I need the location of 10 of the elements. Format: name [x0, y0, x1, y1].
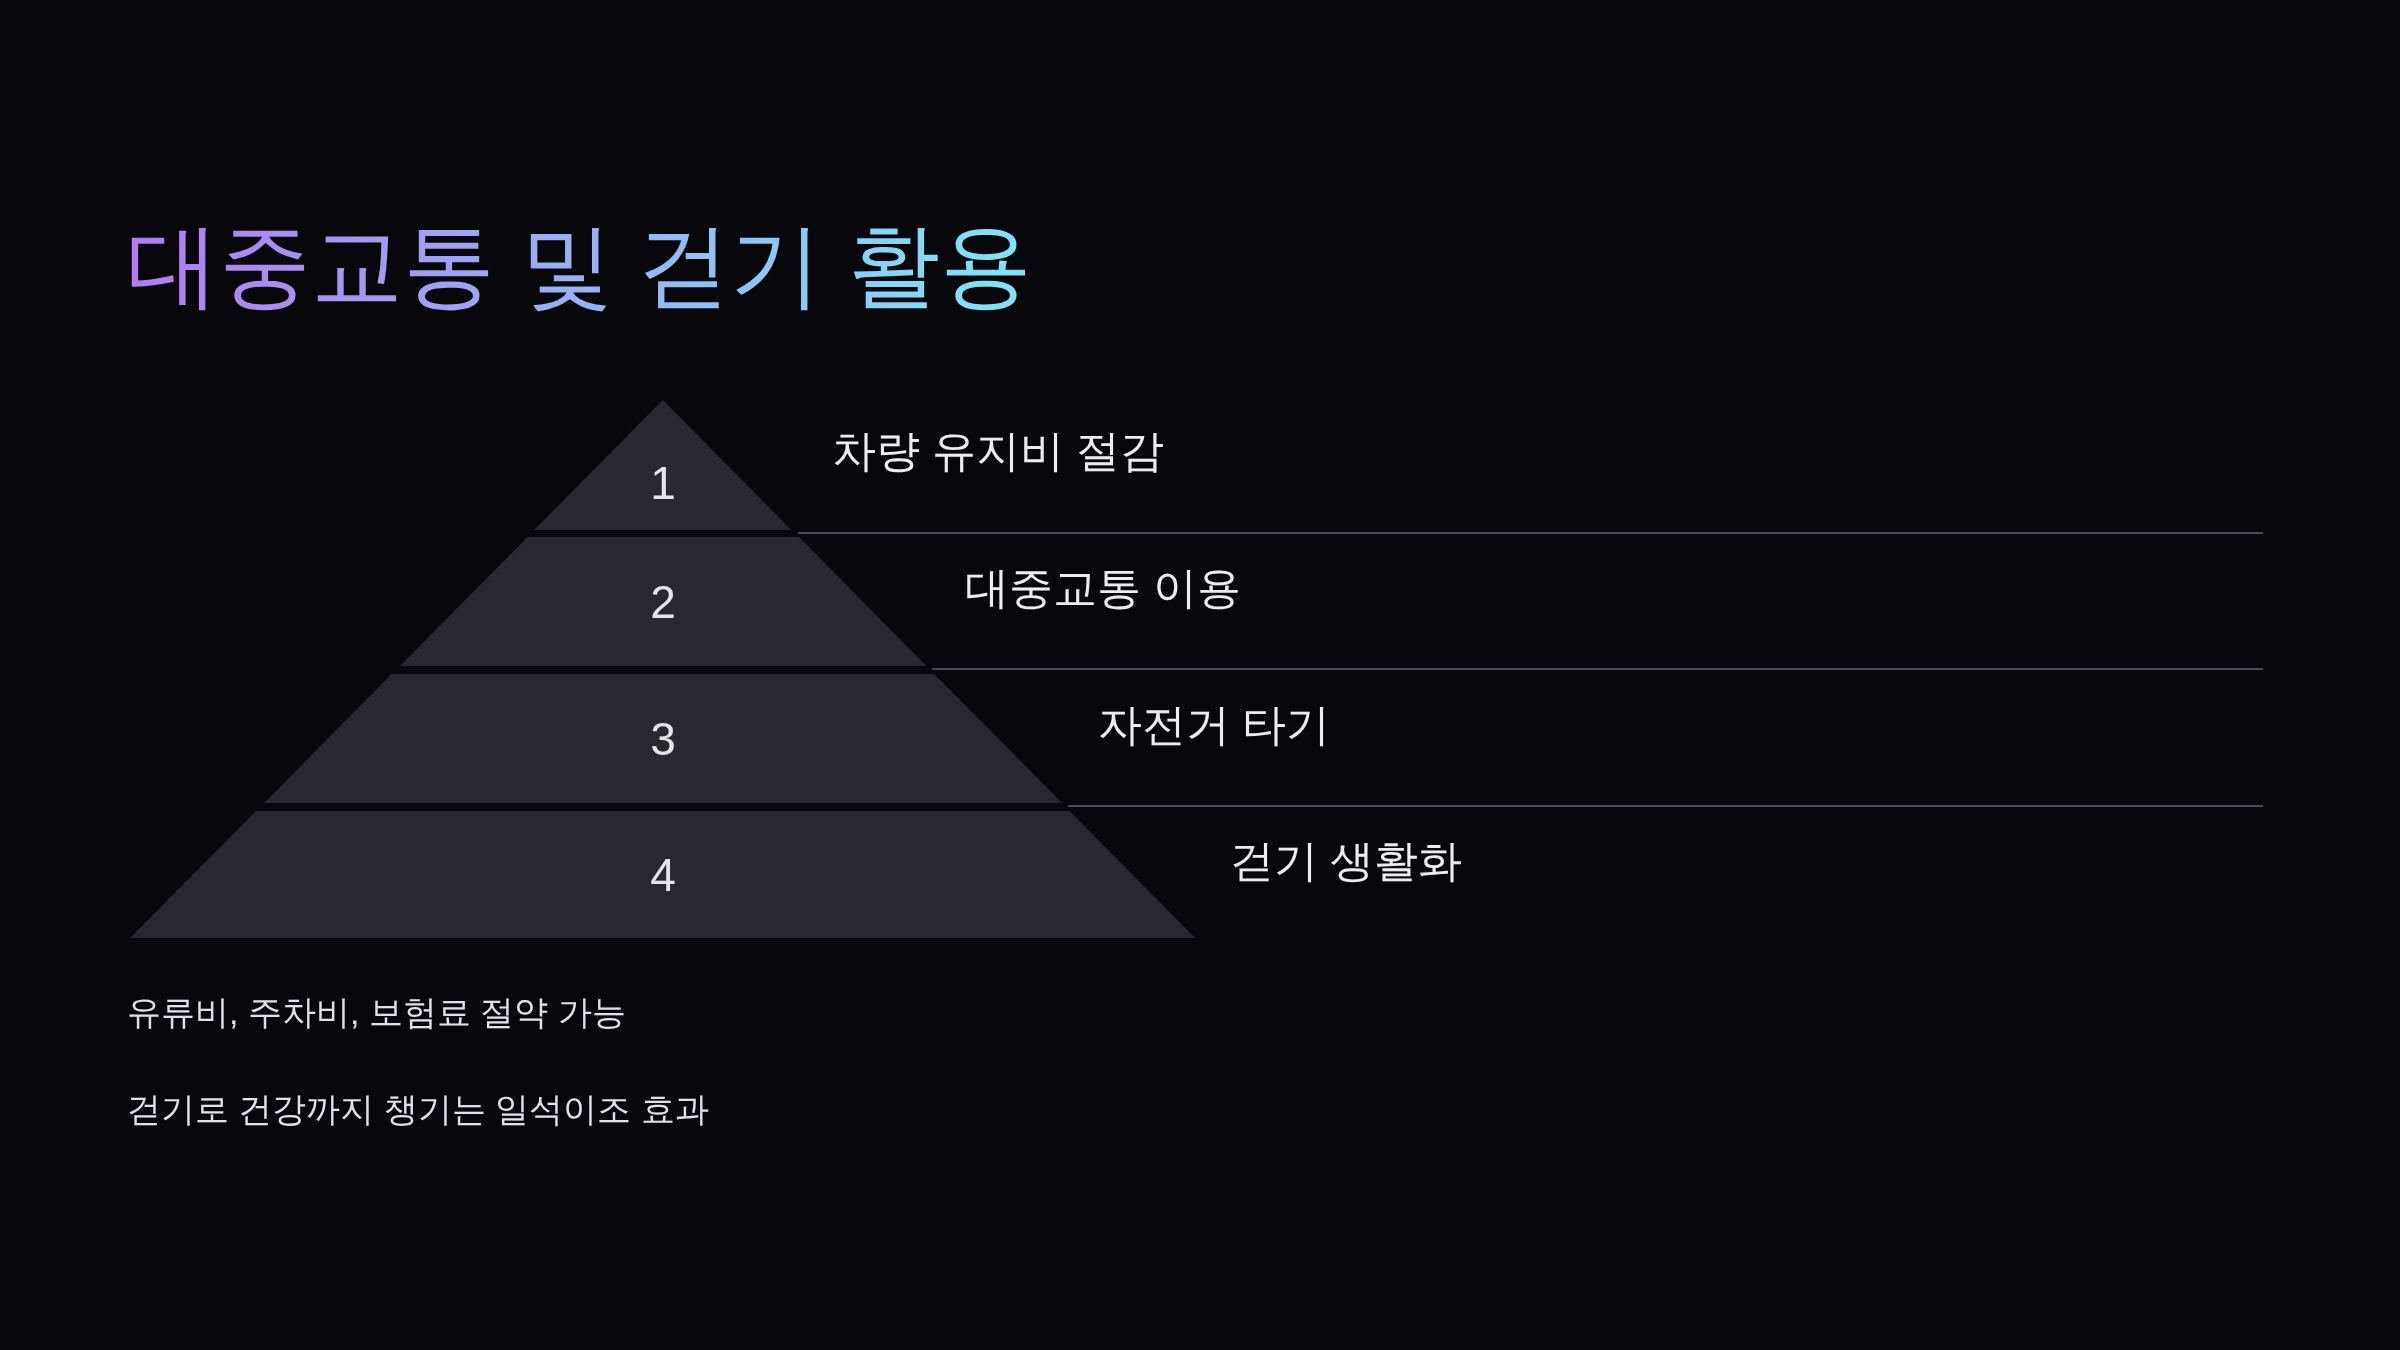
layer-label: 걷기 생활화 [1230, 834, 1463, 887]
layer-number: 4 [649, 847, 677, 903]
layer-label: 차량 유지비 절감 [832, 425, 1165, 477]
layer-label: 자전거 타기 [1098, 698, 1331, 751]
layer-label: 대중교통 이용 [965, 561, 1242, 614]
layer-number: 2 [649, 574, 677, 630]
note-text: 걷기로 건강까지 챙기는 일석이조 효과 [127, 1089, 709, 1130]
layer-number: 3 [649, 711, 677, 767]
note-text: 유류비, 주차비, 보험료 절약 가능 [127, 992, 626, 1033]
layer-number: 1 [649, 456, 677, 511]
